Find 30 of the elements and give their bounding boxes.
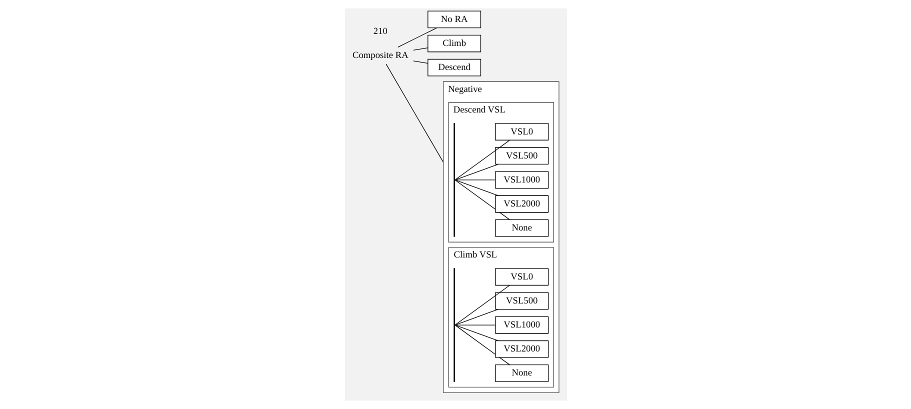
node-bar xyxy=(453,268,454,382)
node-box: No RA xyxy=(427,10,481,28)
connector xyxy=(454,284,510,326)
connector xyxy=(454,324,496,326)
node-bar xyxy=(453,123,454,237)
node-box: VSL1000 xyxy=(494,316,548,334)
node-box: VSL500 xyxy=(494,147,548,165)
node-text: Composite RA xyxy=(352,51,408,62)
node-box: Climb xyxy=(427,34,481,52)
connector xyxy=(454,309,498,326)
connector xyxy=(454,164,498,180)
node-box: Descend xyxy=(427,58,481,76)
connector xyxy=(454,140,510,180)
node-box: VSL0 xyxy=(494,268,548,286)
connector xyxy=(397,28,436,48)
connector xyxy=(454,180,498,196)
connector xyxy=(385,64,444,162)
node-box: VSL1000 xyxy=(494,171,548,189)
node-box: VSL2000 xyxy=(494,195,548,213)
label: 210 xyxy=(372,26,387,37)
node-box: VSL2000 xyxy=(494,340,548,358)
node-box: VSL0 xyxy=(494,123,548,140)
connector xyxy=(412,60,428,64)
node-box: None xyxy=(494,219,548,237)
connector xyxy=(454,180,510,220)
connector xyxy=(412,47,428,51)
node-box: None xyxy=(494,364,548,382)
connector xyxy=(454,324,498,342)
connector xyxy=(454,324,510,366)
node-box: VSL500 xyxy=(494,292,548,310)
